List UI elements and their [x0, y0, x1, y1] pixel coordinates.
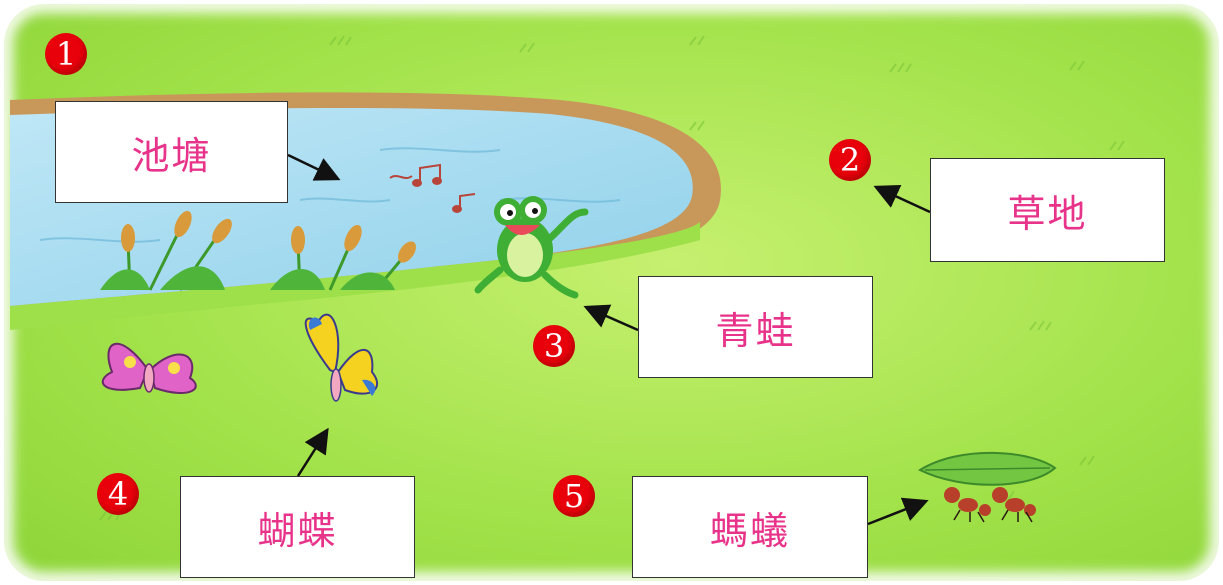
frog-arrow	[583, 304, 639, 332]
label-grass: 草地	[930, 158, 1165, 262]
grass-arrow	[873, 185, 931, 214]
badge-two: 2	[829, 139, 871, 181]
badge-one: 1	[45, 33, 87, 75]
label-pond: 池塘	[55, 101, 288, 203]
reeds	[100, 210, 416, 291]
frog-illustration	[474, 196, 589, 299]
label-frog: 青蛙	[638, 276, 873, 378]
badge-five: 5	[553, 475, 595, 517]
badge-three: 3	[533, 325, 575, 367]
ants-with-leaf-illustration	[917, 451, 1057, 523]
label-ant: 螞蟻	[632, 476, 868, 578]
badge-four: 4	[97, 473, 139, 515]
pond-arrow	[287, 153, 341, 181]
music-notes-icon	[389, 163, 476, 213]
pointer-arrows	[287, 153, 931, 526]
yellow-butterfly-illustration	[304, 313, 378, 402]
pink-butterfly-illustration	[101, 342, 197, 394]
ant-arrow	[867, 497, 929, 526]
butterfly-arrow	[296, 427, 329, 477]
label-butterfly: 蝴蝶	[180, 476, 415, 578]
